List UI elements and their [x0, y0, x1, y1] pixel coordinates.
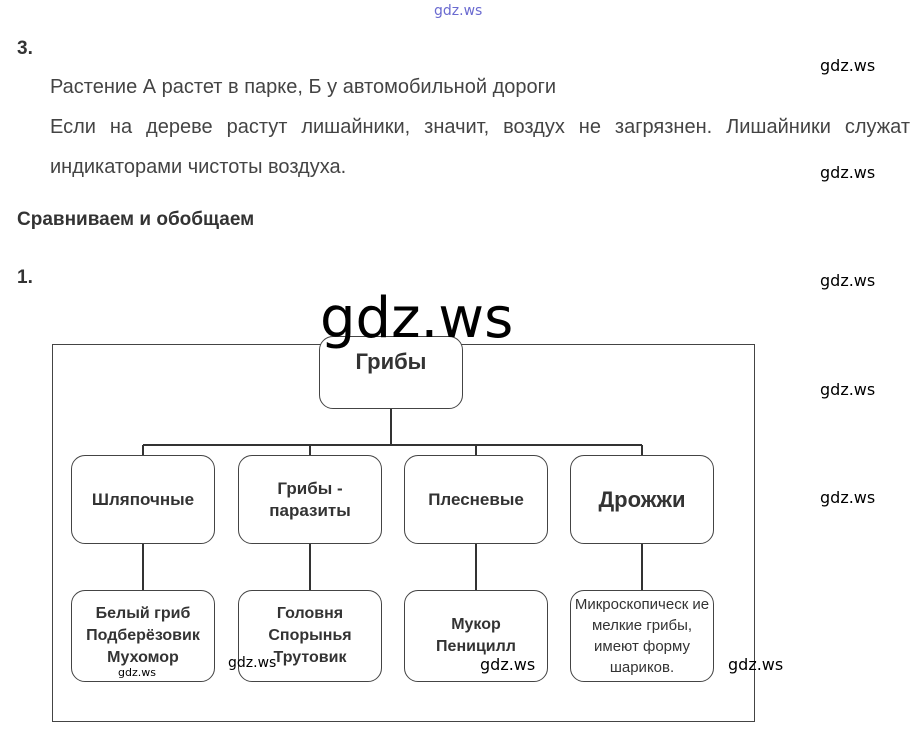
connector	[142, 544, 144, 590]
example-node: Белый гриб Подберёзовик Мухомор	[71, 590, 215, 682]
watermark: gdz.ws	[820, 488, 876, 507]
watermark: gdz.ws	[820, 56, 876, 75]
watermark: gdz.ws	[480, 655, 536, 674]
group-node: Плесневые	[404, 455, 548, 544]
connector	[641, 445, 643, 455]
watermark: gdz.ws	[228, 655, 277, 671]
watermark: gdz.ws	[118, 666, 156, 679]
example-node: Головня Спорынья Трутовик	[238, 590, 382, 682]
watermark: gdz.ws	[820, 271, 876, 290]
example-node: Мукор Пеницилл	[404, 590, 548, 682]
group-node: Шляпочные	[71, 455, 215, 544]
connector	[475, 445, 477, 455]
connector	[309, 445, 311, 455]
answer-line: Растение А растет в парке, Б у автомобил…	[50, 76, 557, 98]
example-node: Микроскопическ ие мелкие грибы, имеют фо…	[570, 590, 714, 682]
connector	[641, 544, 643, 590]
task-number: 1.	[17, 267, 33, 288]
watermark: gdz.ws	[820, 163, 876, 182]
watermark: gdz.ws	[434, 3, 483, 19]
section-heading: Сравниваем и обобщаем	[17, 209, 255, 230]
watermark: gdz.ws	[728, 655, 784, 674]
watermark-large: gdz.ws	[320, 286, 514, 351]
answer-paragraph: Если на дереве растут лишайники, значит,…	[50, 116, 910, 178]
connector	[143, 444, 642, 446]
connector	[475, 544, 477, 590]
connector	[142, 445, 144, 455]
group-node: Грибы - паразиты	[238, 455, 382, 544]
connector	[390, 409, 392, 445]
task-number: 3.	[17, 38, 33, 59]
root-node: Грибы	[319, 336, 463, 409]
group-node: Дрожжи	[570, 455, 714, 544]
connector	[309, 544, 311, 590]
watermark: gdz.ws	[820, 380, 876, 399]
